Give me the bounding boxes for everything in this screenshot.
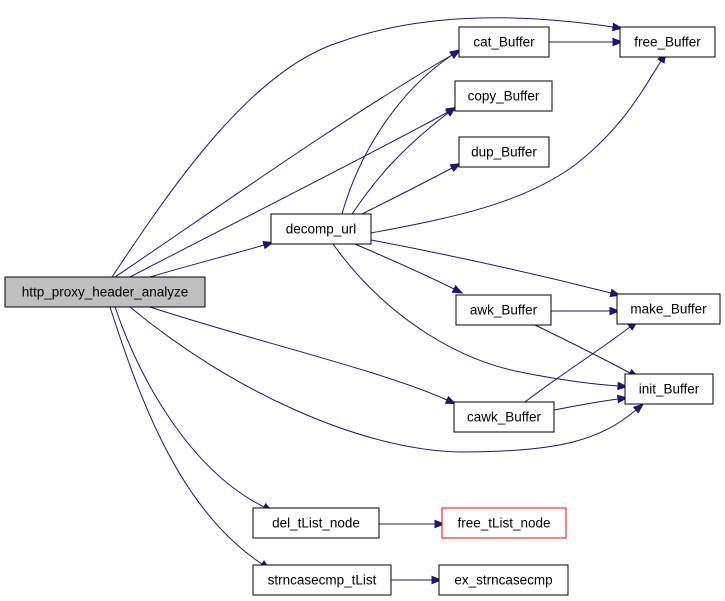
arrow-head-icon (449, 163, 462, 173)
arrow-head-icon (434, 519, 446, 529)
arrow-head-icon (444, 395, 457, 405)
node-box (252, 564, 392, 596)
call-edge-strncasecmp-tlist-to-ex-strncasecmp (391, 575, 443, 585)
edge-line (114, 306, 265, 508)
edge-line (341, 54, 453, 215)
node-label: decomp_url (286, 222, 357, 237)
node-box (624, 373, 714, 405)
edge-line (109, 306, 263, 565)
call-edge-decomp-url-to-dup-buffer (361, 163, 462, 215)
edge-line (114, 54, 453, 278)
edge-line (370, 60, 662, 234)
node-label: copy_Buffer (468, 89, 540, 104)
arrow-head-icon (612, 37, 624, 47)
call-edge-root-to-decomp-url (149, 240, 274, 278)
node-label: make_Buffer (630, 302, 707, 317)
node-label: init_Buffer (639, 382, 700, 397)
call-edge-decomp-url-to-cat-buffer (341, 49, 461, 215)
edge-line (129, 306, 637, 453)
arrow-head-icon (617, 381, 629, 391)
node-box (455, 294, 552, 326)
node-label: cawk_Buffer (467, 410, 542, 425)
node-box (454, 80, 553, 112)
node-box (438, 564, 569, 596)
node-box (252, 507, 380, 539)
call-edge-decomp-url-to-init-buffer (332, 243, 629, 391)
edge-line (553, 398, 619, 411)
node-cat-buffer[interactable]: cat_Buffer (458, 26, 550, 58)
arrow-head-icon (451, 284, 464, 294)
edge-line (351, 112, 449, 215)
node-box (453, 401, 555, 433)
node-box (4, 276, 206, 308)
arrow-head-icon (431, 575, 443, 585)
node-free-tlist-node[interactable]: free_tList_node (441, 507, 567, 539)
edge-line (534, 324, 631, 374)
call-edge-cat-buffer-to-free-buffer (549, 37, 624, 47)
node-ex-strncasecmp[interactable]: ex_strncasecmp (438, 564, 569, 596)
call-edge-root-to-cawk-buffer (149, 306, 457, 405)
call-edge-root-to-init-buffer (129, 306, 644, 453)
arrow-head-icon (449, 49, 461, 59)
edge-line (370, 239, 612, 294)
arrow-head-icon (262, 240, 274, 250)
call-edge-root-to-copy-buffer (129, 107, 458, 278)
call-edge-awk-buffer-to-make-buffer (551, 306, 621, 316)
node-label: awk_Buffer (470, 303, 538, 318)
node-box (441, 507, 567, 539)
node-label: ex_strncasecmp (454, 573, 552, 588)
arrow-head-icon (444, 106, 457, 117)
node-awk-buffer[interactable]: awk_Buffer (455, 294, 552, 326)
node-decomp-url[interactable]: decomp_url (270, 213, 372, 245)
node-label: cat_Buffer (473, 35, 535, 50)
call-edge-root-to-strncasecmp-tlist (109, 306, 271, 570)
edge-line (149, 306, 448, 401)
call-edge-root-to-del-tlist-node (114, 306, 274, 512)
edge-line (354, 243, 455, 290)
node-box (270, 213, 372, 245)
call-edges (109, 17, 667, 585)
node-box (458, 136, 550, 168)
edge-line (524, 326, 631, 403)
function-nodes: http_proxy_header_analyze decomp_url cat_B… (4, 26, 721, 596)
node-root[interactable]: http_proxy_header_analyze (4, 276, 206, 308)
edge-line (361, 167, 453, 215)
node-init-buffer[interactable]: init_Buffer (624, 373, 714, 405)
node-label: free_tList_node (457, 516, 550, 531)
call-edge-decomp-url-to-make-buffer (370, 239, 622, 298)
node-box (616, 293, 721, 325)
node-box (458, 26, 550, 58)
node-free-buffer[interactable]: free_Buffer (619, 26, 716, 58)
call-edge-cawk-buffer-to-make-buffer (524, 320, 639, 403)
node-box (619, 26, 716, 58)
call-edge-decomp-url-to-copy-buffer (351, 106, 457, 215)
node-label: http_proxy_header_analyze (22, 285, 189, 300)
node-copy-buffer[interactable]: copy_Buffer (454, 80, 553, 112)
node-make-buffer[interactable]: make_Buffer (616, 293, 721, 325)
arrow-head-icon (609, 306, 621, 316)
call-edge-cawk-buffer-to-init-buffer (553, 394, 629, 411)
edge-line (111, 17, 614, 278)
node-dup-buffer[interactable]: dup_Buffer (458, 136, 550, 168)
call-edge-decomp-url-to-awk-buffer (354, 243, 464, 294)
node-label: dup_Buffer (471, 145, 537, 160)
node-strncasecmp-tlist[interactable]: strncasecmp_tList (252, 564, 392, 596)
node-label: del_tList_node (272, 516, 360, 531)
node-del-tlist-node[interactable]: del_tList_node (252, 507, 380, 539)
node-label: free_Buffer (634, 35, 701, 50)
edge-line (129, 111, 449, 278)
node-cawk-buffer[interactable]: cawk_Buffer (453, 401, 555, 433)
arrow-head-icon (632, 403, 644, 414)
call-edge-del-tlist-node-to-free-tlist-node (379, 519, 446, 529)
node-label: strncasecmp_tList (268, 573, 377, 588)
edge-line (149, 244, 265, 278)
edge-line (332, 243, 619, 387)
